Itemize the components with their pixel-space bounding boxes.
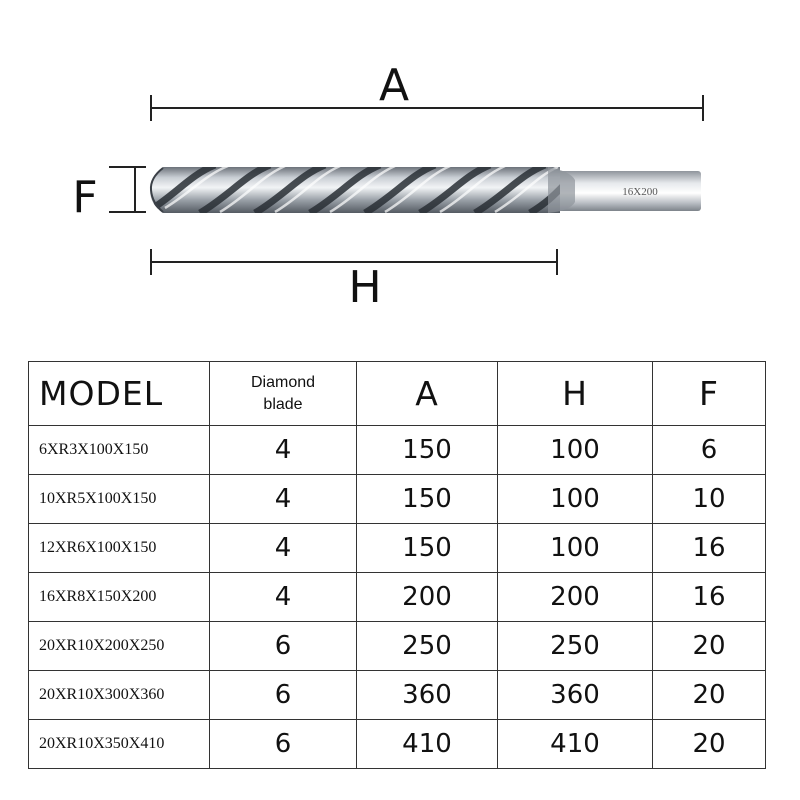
- table-row: 20XR10X200X250 6 250 250 20: [28, 621, 766, 671]
- cell-f: 20: [652, 719, 766, 769]
- header-diamond-blade-line2: blade: [263, 395, 303, 413]
- cell-blade: 6: [209, 621, 357, 671]
- cell-f: 20: [652, 670, 766, 720]
- cell-a: 250: [356, 621, 498, 671]
- cell-model: 12XR6X100X150: [28, 523, 210, 573]
- cell-blade: 4: [209, 523, 357, 573]
- cell-f: 20: [652, 621, 766, 671]
- cell-blade: 6: [209, 719, 357, 769]
- tool-flutes: [150, 167, 560, 213]
- header-diamond-blade-line1: Diamond: [250, 373, 316, 391]
- cell-model: 16XR8X150X200: [28, 572, 210, 622]
- header-a: A: [356, 361, 498, 426]
- header-diamond-blade: Diamond blade: [209, 361, 357, 426]
- table-row: 16XR8X150X200 4 200 200 16: [28, 572, 766, 622]
- dimension-a-label: A: [379, 60, 409, 111]
- table-row: 20XR10X300X360 6 360 360 20: [28, 670, 766, 720]
- cell-f: 16: [652, 572, 766, 622]
- cell-h: 100: [497, 523, 653, 573]
- cell-h: 410: [497, 719, 653, 769]
- cell-model: 20XR10X350X410: [28, 719, 210, 769]
- cell-a: 150: [356, 474, 498, 524]
- end-mill-tool: 16X200: [149, 167, 701, 213]
- cell-blade: 4: [209, 425, 357, 475]
- spec-table: MODEL Diamond blade A H F 6XR3X100X150 4…: [28, 361, 766, 769]
- tool-shank: [552, 171, 701, 211]
- cell-model: 20XR10X300X360: [28, 670, 210, 720]
- cell-a: 150: [356, 425, 498, 475]
- cell-model: 10XR5X100X150: [28, 474, 210, 524]
- cell-h: 200: [497, 572, 653, 622]
- dimension-f-label: F: [72, 172, 97, 223]
- table-row: 6XR3X100X150 4 150 100 6: [28, 425, 766, 475]
- dimension-a: A: [150, 60, 704, 121]
- dimension-h-label: H: [348, 262, 381, 313]
- table-row: 10XR5X100X150 4 150 100 10: [28, 474, 766, 524]
- header-f: F: [652, 361, 766, 426]
- tool-neck: [548, 167, 575, 213]
- cell-a: 410: [356, 719, 498, 769]
- header-h: H: [497, 361, 653, 426]
- cell-h: 100: [497, 474, 653, 524]
- dimension-h: H: [150, 249, 558, 313]
- cell-f: 10: [652, 474, 766, 524]
- cell-h: 360: [497, 670, 653, 720]
- header-model: MODEL: [28, 361, 210, 426]
- cell-h: 100: [497, 425, 653, 475]
- cell-h: 250: [497, 621, 653, 671]
- cell-a: 360: [356, 670, 498, 720]
- tool-ball-tip: [149, 167, 164, 213]
- cell-model: 20XR10X200X250: [28, 621, 210, 671]
- table-header-row: MODEL Diamond blade A H F: [28, 361, 766, 426]
- tool-marking: 16X200: [622, 186, 658, 198]
- cell-f: 16: [652, 523, 766, 573]
- cell-blade: 4: [209, 572, 357, 622]
- cell-a: 150: [356, 523, 498, 573]
- table-row: 12XR6X100X150 4 150 100 16: [28, 523, 766, 573]
- cell-model: 6XR3X100X150: [28, 425, 210, 475]
- dimension-f: F: [72, 166, 146, 223]
- cell-blade: 4: [209, 474, 357, 524]
- table-row: 20XR10X350X410 6 410 410 20: [28, 719, 766, 769]
- cell-blade: 6: [209, 670, 357, 720]
- cell-f: 6: [652, 425, 766, 475]
- end-mill-diagram: A F H: [72, 60, 704, 313]
- cell-a: 200: [356, 572, 498, 622]
